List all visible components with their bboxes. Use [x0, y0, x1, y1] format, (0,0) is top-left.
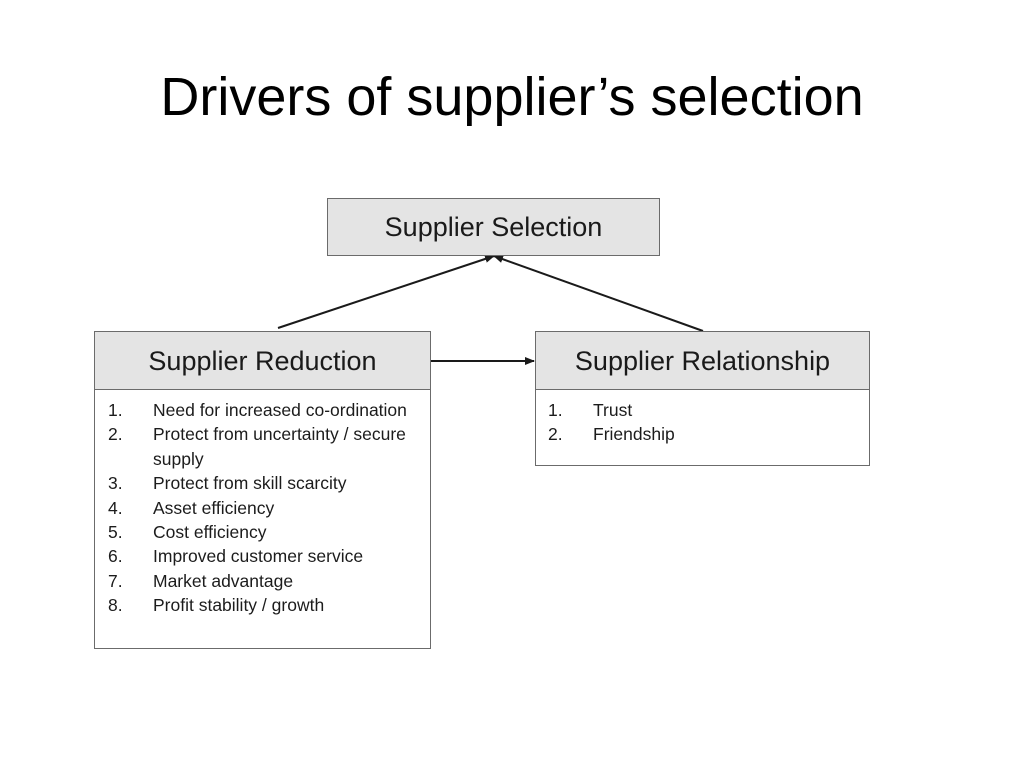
- arrow-relationship-to-selection: [493, 255, 704, 332]
- item-number: 3.: [108, 473, 123, 494]
- item-text: Market advantage: [153, 570, 294, 591]
- list-item: 2. Friendship: [536, 422, 869, 446]
- supplier-selection-label: Supplier Selection: [328, 199, 659, 255]
- list-item: 1. Trust: [536, 398, 869, 422]
- item-number: 4.: [108, 497, 123, 518]
- list-item: 8. Profit stability / growth: [95, 593, 430, 617]
- item-number: 2.: [548, 424, 563, 445]
- item-text: Asset efficiency: [153, 497, 275, 518]
- item-text: Protect from skill scarcity: [153, 473, 347, 494]
- list-item: 7. Market advantage: [95, 569, 430, 593]
- item-text: Profit stability / growth: [153, 595, 325, 616]
- slide-title: Drivers of supplier’s selection: [160, 67, 864, 127]
- item-text: Cost efficiency: [153, 522, 267, 543]
- arrow-reduction-to-selection: [277, 255, 495, 329]
- item-number: 1.: [108, 400, 123, 420]
- item-number: 6.: [108, 546, 123, 567]
- item-text: Need for increased co-ordination: [153, 400, 407, 420]
- list-item: 4. Asset efficiency: [95, 496, 430, 520]
- supplier-reduction-box: Supplier Reduction 1. Need for increased …: [94, 331, 431, 649]
- item-text: Trust: [593, 400, 633, 420]
- supplier-reduction-label: Supplier Reduction: [95, 332, 430, 390]
- supplier-reduction-list: 1. Need for increased co-ordination 2. Pro…: [95, 390, 430, 618]
- list-item: 3. Protect from skill scarcity: [95, 471, 430, 495]
- item-number: 7.: [108, 570, 123, 591]
- supplier-relationship-box: Supplier Relationship 1. Trust 2. Friendsh…: [535, 331, 870, 466]
- item-text: Protect from uncertainty / secure supply: [153, 424, 406, 469]
- list-item: 6. Improved customer service: [95, 544, 430, 568]
- supplier-relationship-label: Supplier Relationship: [536, 332, 869, 390]
- item-number: 8.: [108, 595, 123, 616]
- supplier-selection-box: Supplier Selection: [327, 198, 660, 256]
- supplier-relationship-list: 1. Trust 2. Friendship: [536, 390, 869, 447]
- item-number: 5.: [108, 522, 123, 543]
- item-number: 1.: [548, 400, 563, 420]
- list-item: 1. Need for increased co-ordination: [95, 398, 430, 422]
- list-item: 2. Protect from uncertainty / secure supp…: [95, 422, 430, 471]
- item-text: Improved customer service: [153, 546, 364, 567]
- list-item: 5. Cost efficiency: [95, 520, 430, 544]
- item-text: Friendship: [593, 424, 675, 445]
- item-number: 2.: [108, 424, 123, 445]
